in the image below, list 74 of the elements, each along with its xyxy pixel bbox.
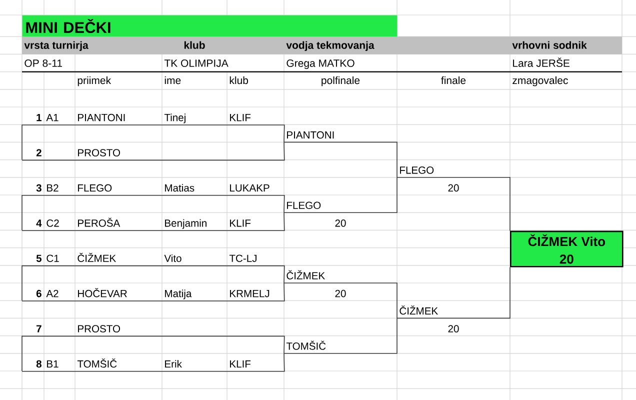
player-name: PIANTONI (287, 131, 334, 139)
column-heading: priimek (78, 76, 112, 86)
draw-number: 3 (36, 184, 42, 192)
surname: PROSTO (78, 325, 120, 332)
draw-number: 1 (36, 114, 42, 122)
bracket-line (22, 336, 285, 354)
field-label: klub (184, 41, 205, 49)
field-value: TK OLIMPIJA (164, 59, 228, 67)
first-name: Vito (164, 254, 182, 262)
seed: B1 (47, 360, 58, 368)
player-name: FLEGO (400, 166, 434, 174)
seed: C1 (46, 254, 59, 262)
draw-number: 5 (36, 254, 42, 262)
bracket-line (22, 212, 285, 231)
bracket-line (22, 353, 285, 372)
bracket-line (22, 282, 285, 302)
surname: PEROŠA (78, 218, 120, 227)
draw-number: 6 (36, 290, 42, 298)
draw-number: 4 (36, 220, 42, 227)
title-band: MINI DEČKI (22, 15, 398, 37)
seed: C2 (46, 220, 59, 227)
first-name: Tinej (164, 114, 186, 124)
field-label: vrsta turnirja (24, 41, 88, 51)
surname: HOČEVAR (78, 288, 127, 298)
player-name: FLEGO (287, 202, 321, 209)
bracket-line (22, 124, 285, 143)
surname: FLEGO (78, 184, 112, 192)
column-heading: zmagovalec (512, 76, 568, 86)
bracket-line (22, 195, 285, 213)
first-name: Benjamin (165, 219, 206, 229)
score: 20 (335, 290, 346, 298)
column-heading: ime (164, 76, 181, 84)
club: TC-LJ (229, 254, 256, 262)
column-heading: klub (230, 76, 248, 84)
draw-number: 2 (36, 149, 42, 156)
bracket-line (284, 142, 398, 178)
winner-box: ČIŽMEK Vito 20 (510, 230, 624, 268)
surname: PROSTO (78, 149, 120, 156)
bracket-line (396, 266, 510, 319)
draw-number: 7 (36, 325, 42, 332)
field-value: Lara JERŠE (513, 58, 570, 67)
score: 20 (335, 220, 346, 227)
club: KLIF (230, 360, 251, 368)
club: LUKAKP (230, 184, 270, 192)
club: KRMELJ (230, 290, 270, 298)
score: 20 (448, 325, 459, 332)
first-name: Matias (165, 184, 194, 192)
field-label: vodja tekmovanja (286, 41, 374, 51)
bracket-line (22, 142, 285, 161)
bracket-line (396, 177, 510, 232)
club: KLIF (230, 114, 251, 122)
seed: A1 (46, 114, 58, 122)
surname: ČIŽMEK (78, 252, 116, 262)
score: 20 (448, 184, 459, 192)
first-name: Erik (165, 360, 182, 368)
seed: B2 (47, 184, 58, 192)
surname: PIANTONI (78, 114, 125, 122)
player-name: ČIŽMEK (286, 270, 325, 280)
surname: TOMŠIČ (77, 358, 117, 368)
field-value: Grega MATKO (286, 59, 354, 69)
column-heading: finale (441, 76, 466, 84)
field-value: OP 8-11 (24, 59, 62, 67)
first-name: Matija (165, 290, 192, 300)
bracket-line (22, 265, 285, 284)
column-heading: polfinale (322, 76, 360, 86)
field-label: vrhovni sodnik (512, 41, 587, 49)
player-name: ČIŽMEK (400, 306, 438, 315)
bracket-line (284, 318, 398, 354)
bracket-line (284, 177, 398, 213)
club: KLIF (230, 220, 251, 227)
draw-number: 8 (36, 360, 42, 368)
seed: A2 (46, 290, 58, 298)
player-name: TOMŠIČ (286, 340, 326, 350)
bracket-line (284, 282, 398, 319)
